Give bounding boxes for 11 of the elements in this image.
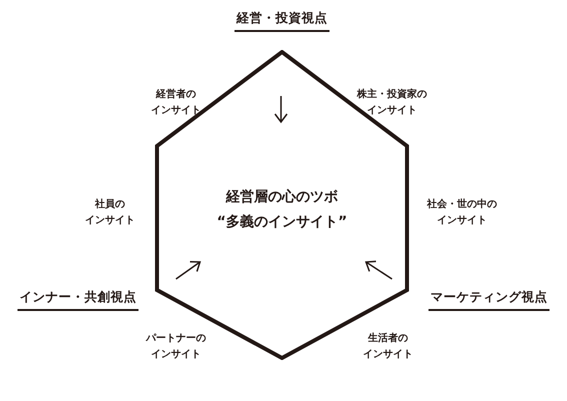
center-subtitle: “多義のインサイト” xyxy=(216,213,348,231)
insight-label: 社員のインサイト xyxy=(85,198,135,228)
center-title: 経営層の心のツボ xyxy=(226,188,338,206)
insight-label: パートナーのインサイト xyxy=(146,332,206,362)
viewpoint-heading: マーケティング視点 xyxy=(428,289,550,311)
insight-label: 社会・世の中のインサイト xyxy=(427,198,497,228)
insight-label: 経営者のインサイト xyxy=(151,88,201,118)
insight-label: 株主・投資家のインサイト xyxy=(357,87,427,118)
insight-label: 生活者のインサイト xyxy=(363,332,413,362)
viewpoint-heading: インナー・共創視点 xyxy=(18,289,138,311)
viewpoint-heading: 経営・投資視点 xyxy=(234,10,330,32)
